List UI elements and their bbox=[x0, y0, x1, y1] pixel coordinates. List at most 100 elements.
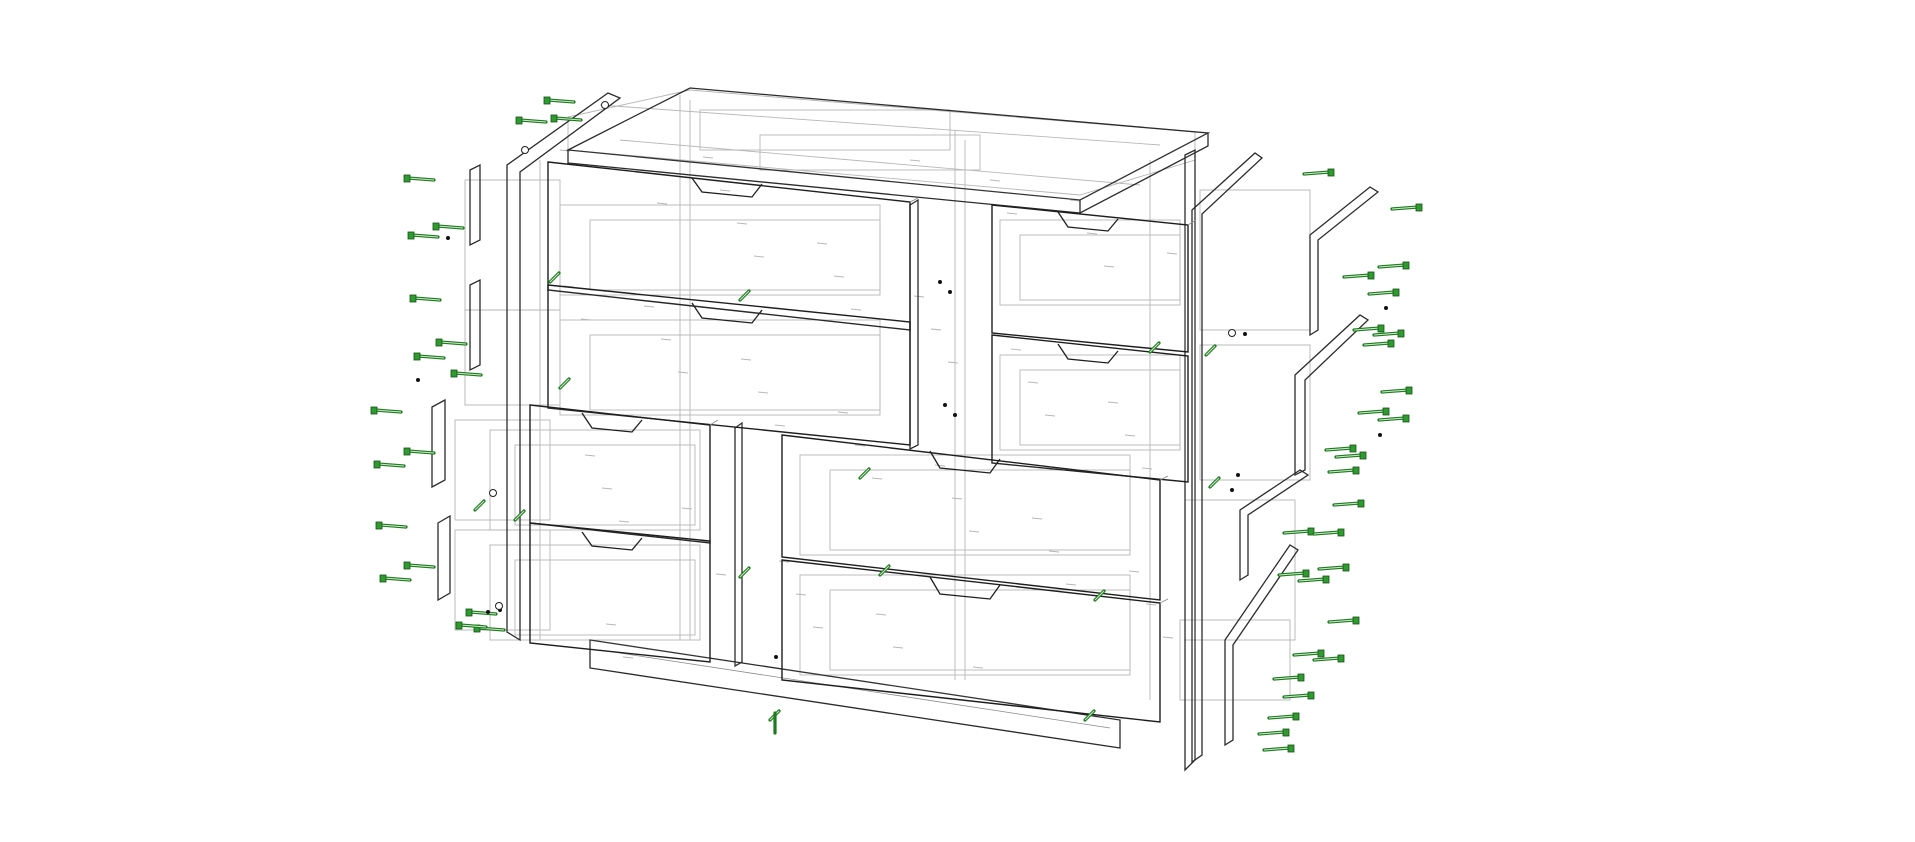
dowel-icon bbox=[1312, 654, 1345, 663]
carcass bbox=[431, 87, 1380, 772]
hardware-mark bbox=[1006, 212, 1018, 215]
hardware-mark bbox=[1107, 401, 1119, 404]
drawer-front-right-1 bbox=[991, 204, 1189, 353]
dowel-icon bbox=[1148, 341, 1161, 354]
hidden-lines bbox=[454, 89, 1311, 701]
hardware-mark bbox=[677, 371, 689, 374]
hardware-mark bbox=[601, 487, 613, 490]
hardware-mark bbox=[656, 202, 668, 205]
dowel-icon bbox=[1093, 589, 1106, 602]
hole-mark bbox=[1243, 332, 1247, 336]
hole-mark bbox=[486, 610, 490, 614]
hardware-mark bbox=[795, 593, 807, 596]
dowel-icon bbox=[878, 564, 891, 577]
hardware-mark bbox=[698, 540, 710, 543]
hardware-mark bbox=[1044, 414, 1056, 417]
left-rear-strip-4 bbox=[437, 514, 451, 602]
dowel-icon bbox=[1302, 168, 1335, 177]
dowel-icon bbox=[375, 521, 408, 530]
dowel-icon bbox=[1282, 527, 1315, 536]
screw-icon bbox=[543, 96, 576, 105]
dowel-icon bbox=[1208, 476, 1221, 489]
hardware-mark bbox=[951, 497, 963, 500]
screw-icon bbox=[409, 294, 442, 303]
upper-center-divider bbox=[909, 198, 919, 451]
hardware-mark bbox=[968, 530, 980, 533]
dowel-icon bbox=[1334, 451, 1367, 460]
cam-hole-icon bbox=[521, 146, 529, 154]
hardware-mark bbox=[1145, 603, 1157, 606]
dowel-icon bbox=[1204, 344, 1217, 357]
cam-hole-icon bbox=[601, 101, 609, 109]
hardware-mark bbox=[934, 464, 946, 467]
dowel-icon bbox=[1342, 271, 1375, 280]
fasteners-group bbox=[370, 96, 1423, 753]
dowel-icon bbox=[473, 499, 486, 512]
left-side-panel-outer bbox=[506, 92, 622, 642]
hardware-mark bbox=[1166, 252, 1178, 255]
dowel-icon bbox=[550, 114, 583, 123]
cam-hole-icon bbox=[495, 602, 503, 610]
dowel-icon bbox=[1372, 329, 1405, 338]
screw-icon bbox=[1317, 563, 1350, 572]
hardware-mark bbox=[681, 507, 693, 510]
screw-icon bbox=[1352, 324, 1385, 333]
drawer-front-right-3 bbox=[781, 434, 1161, 601]
hole-mark bbox=[416, 378, 420, 382]
dowel-icon bbox=[858, 467, 871, 480]
right-rear-panel-2 bbox=[1294, 314, 1370, 477]
dowel-icon bbox=[465, 608, 498, 617]
dowel-icon bbox=[1292, 649, 1325, 658]
hardware-mark bbox=[736, 222, 748, 225]
dowel-icon bbox=[1357, 407, 1390, 416]
dowel-icon bbox=[515, 116, 548, 125]
dowel-icon bbox=[513, 509, 526, 522]
dowel-icon bbox=[1297, 575, 1330, 584]
dowel-icon bbox=[738, 289, 751, 302]
dowel-icon bbox=[1282, 691, 1315, 700]
dowel-icon bbox=[413, 352, 446, 361]
hardware-mark bbox=[757, 391, 769, 394]
hardware-mark bbox=[947, 361, 959, 364]
screw-icon bbox=[1272, 673, 1305, 682]
screw-icon bbox=[373, 460, 406, 469]
cam-hole-icon bbox=[489, 489, 497, 497]
plinth bbox=[589, 639, 1121, 749]
dowel-icon bbox=[1083, 709, 1096, 722]
hole-mark bbox=[1384, 306, 1388, 310]
hardware-mark bbox=[871, 477, 883, 480]
left-rear-strip bbox=[469, 163, 481, 247]
drawer-front-left-3 bbox=[529, 404, 711, 544]
hardware-mark bbox=[660, 338, 672, 341]
dowel-icon bbox=[1262, 744, 1295, 753]
dowel-icon bbox=[1267, 712, 1300, 721]
hardware-mark bbox=[930, 328, 942, 331]
hardware-mark bbox=[892, 646, 904, 649]
drawer-front-right-4 bbox=[781, 559, 1161, 723]
hardware-mark bbox=[1141, 467, 1153, 470]
hardware-mark bbox=[989, 179, 1001, 182]
drawer-fronts bbox=[529, 161, 1197, 723]
dowel-icon bbox=[558, 377, 571, 390]
dowel-icon bbox=[1277, 569, 1310, 578]
dowel-icon bbox=[435, 338, 468, 347]
dowel-icon bbox=[1312, 528, 1345, 537]
hardware-mark bbox=[1027, 381, 1039, 384]
hardware-mark bbox=[913, 295, 925, 298]
hardware-mark bbox=[605, 623, 617, 626]
hardware-mark bbox=[909, 159, 921, 162]
drawer-front-right-2 bbox=[991, 334, 1189, 483]
hole-mark bbox=[1236, 473, 1240, 477]
left-rear-strip-2 bbox=[469, 278, 481, 372]
dowel-icon bbox=[1390, 203, 1423, 212]
screw-icon bbox=[450, 369, 483, 378]
hole-mark bbox=[774, 655, 778, 659]
hardware-mark bbox=[833, 275, 845, 278]
dowel-icon bbox=[432, 222, 465, 231]
hardware-mark bbox=[715, 573, 727, 576]
hardware-mark bbox=[774, 424, 786, 427]
cam-hole-icon bbox=[1228, 329, 1236, 337]
screw-icon bbox=[455, 621, 488, 630]
